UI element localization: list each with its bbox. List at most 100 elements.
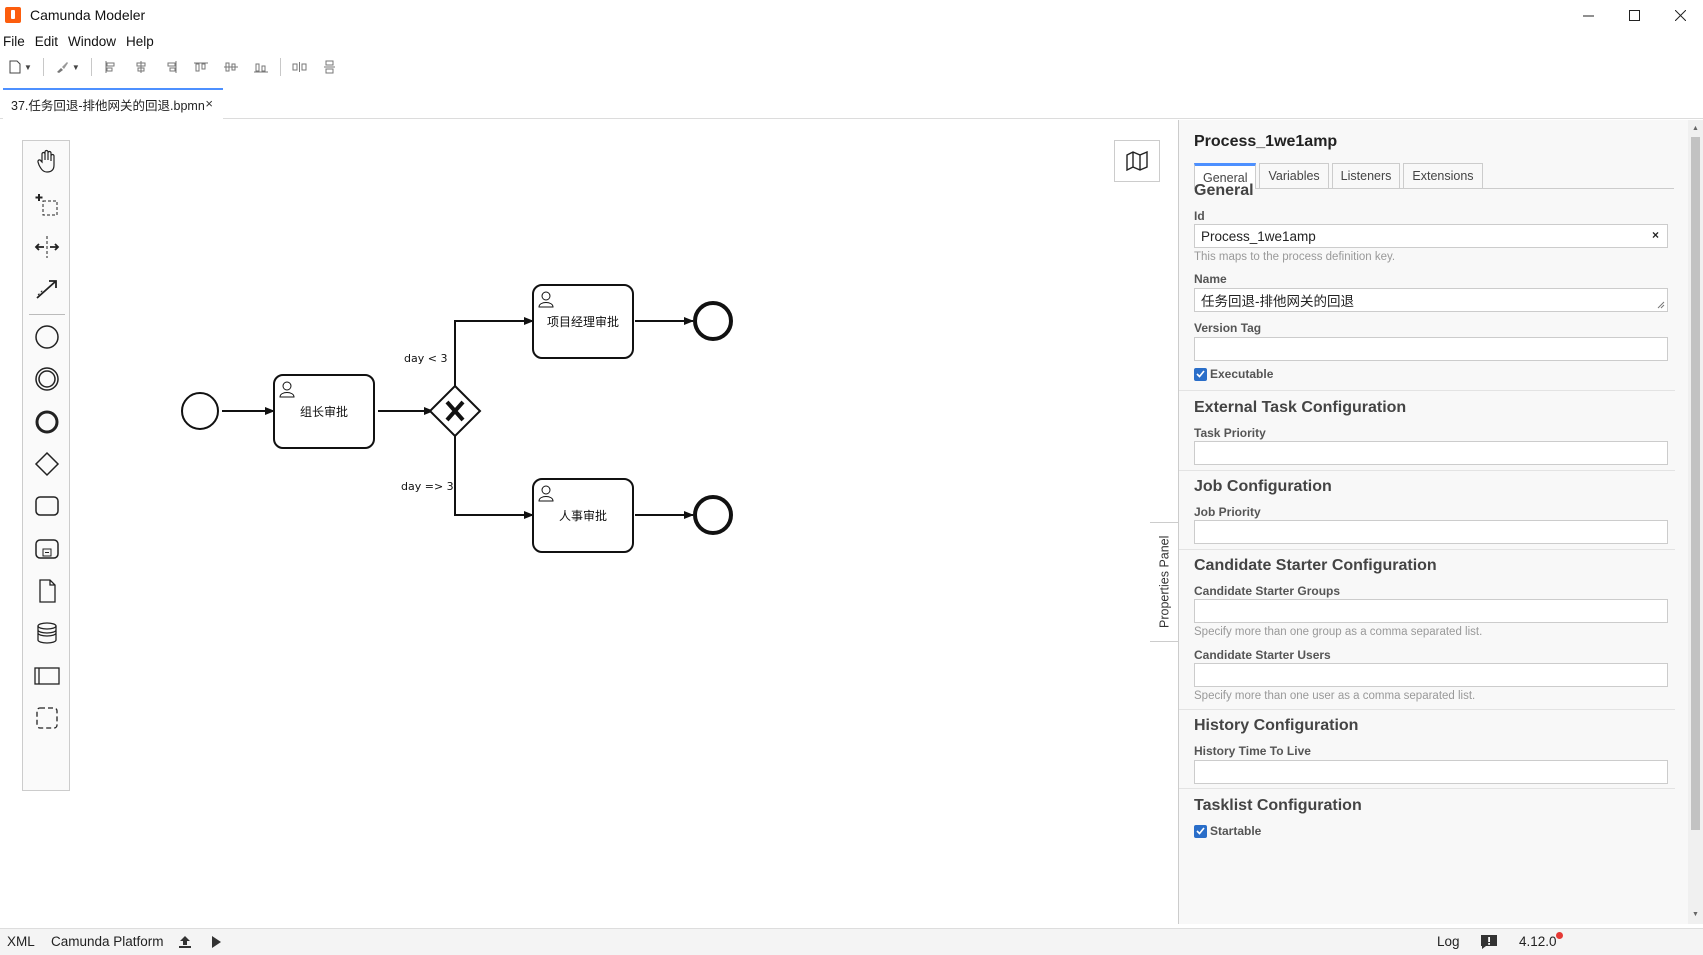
clear-id-button[interactable]: × [1651,228,1659,242]
user-task-hr[interactable]: 人事审批 [532,478,634,553]
create-subprocess-button[interactable] [32,534,62,564]
align-top-button[interactable] [190,56,212,78]
task-label: 项目经理审批 [547,314,619,329]
create-end-event-button[interactable] [32,407,62,437]
exclusive-gateway[interactable] [428,384,482,438]
tab-variables[interactable]: Variables [1259,163,1329,188]
menu-window[interactable]: Window [68,33,117,49]
minimize-icon [1582,15,1594,16]
id-label: Id [1194,209,1205,223]
startable-checkbox[interactable]: Startable [1194,824,1261,838]
lasso-tool-button[interactable] [32,190,62,220]
flow-gateway-to-pm[interactable] [454,317,534,388]
data-object-icon [39,579,56,603]
end-event-icon [35,410,59,434]
toolbar-separator [90,58,92,76]
align-right-button[interactable] [160,56,182,78]
scroll-up-button[interactable]: ▲ [1692,124,1699,132]
menu-edit[interactable]: Edit [34,33,59,49]
section-general-title: General [1194,182,1254,199]
end-event-pm[interactable] [693,301,733,341]
user-task-project-manager[interactable]: 项目经理审批 [532,284,634,359]
properties-panel-toggle[interactable]: Properties Panel [1150,522,1180,642]
execution-platform-button[interactable]: Camunda Platform [51,934,164,949]
hand-icon [37,149,55,173]
start-event[interactable] [181,392,219,430]
close-window-button[interactable] [1657,0,1703,30]
space-tool-button[interactable] [32,232,62,262]
user-task-team-leader[interactable]: 组长审批 [273,374,375,449]
candidate-groups-label: Candidate Starter Groups [1194,584,1341,598]
chevron-down-icon: ▼ [71,62,80,72]
align-bottom-button[interactable] [250,56,272,78]
tab-listeners[interactable]: Listeners [1331,163,1401,188]
create-gateway-button[interactable] [32,449,62,479]
distribute-horizontal-button[interactable] [289,56,311,78]
align-center-button[interactable] [130,56,152,78]
tab-file[interactable]: 37.任务回退-排他网关的回退.bpmn × [3,88,223,119]
flow-label-lt3[interactable]: day < 3 [404,352,447,365]
scrollbar-thumb[interactable] [1691,137,1700,830]
menu-bar: File Edit Window Help [0,30,1703,52]
end-event-hr[interactable] [693,495,733,535]
flow-label-gte3[interactable]: day => 3 [401,480,454,493]
distribute-vertical-button[interactable] [319,56,341,78]
create-data-object-button[interactable] [32,576,62,606]
menu-help[interactable]: Help [126,33,154,49]
candidate-groups-hint: Specify more than one group as a comma s… [1194,626,1483,638]
startable-label: Startable [1210,824,1262,838]
create-data-store-button[interactable] [32,618,62,648]
deploy-upload-icon [179,936,191,948]
xml-view-button[interactable]: XML [7,934,35,949]
menu-file[interactable]: File [3,33,25,49]
version-tag-input[interactable] [1194,337,1668,361]
version-label[interactable]: 4.12.0 [1519,934,1557,949]
task-priority-input[interactable] [1194,441,1668,465]
tab-close-button[interactable]: × [205,96,213,111]
name-label: Name [1194,272,1227,286]
align-middle-button[interactable] [220,56,242,78]
align-bottom-icon [253,63,268,73]
gateway-x-icon [445,400,465,422]
create-task-button[interactable] [32,491,62,521]
executable-checkbox[interactable]: Executable [1194,367,1273,381]
job-priority-label: Job Priority [1194,505,1261,519]
job-priority-input[interactable] [1194,520,1668,544]
create-group-button[interactable] [32,703,62,733]
candidate-groups-input[interactable] [1194,599,1668,623]
create-intermediate-event-button[interactable] [32,364,62,394]
window-controls [1565,0,1703,30]
section-divider [1179,709,1675,710]
global-connect-tool-button[interactable] [32,274,62,304]
align-left-button[interactable] [100,56,122,78]
feedback-button[interactable] [1480,934,1498,953]
new-file-button[interactable]: ▼ [6,56,35,78]
bpmn-canvas[interactable]: 组长审批 day < 3 day => 3 项目经理审批 人事审批 [2,120,1180,924]
resize-grip-icon[interactable] [1657,301,1665,309]
name-input[interactable]: 任务回退-排他网关的回退 [1194,288,1668,312]
intermediate-event-icon [35,367,59,391]
create-start-event-button[interactable] [32,322,62,352]
deploy-button[interactable] [178,935,192,952]
flow-gateway-to-hr[interactable] [454,434,534,519]
distribute-vertical-icon [323,60,335,74]
minimize-button[interactable] [1565,0,1611,30]
scroll-down-button[interactable]: ▼ [1692,910,1699,918]
subprocess-icon [35,539,59,559]
start-instance-button[interactable] [210,935,222,952]
hand-tool-button[interactable] [32,146,62,176]
candidate-users-input[interactable] [1194,663,1668,687]
user-icon [538,291,554,308]
executable-label: Executable [1210,367,1274,381]
feedback-icon [1481,935,1497,949]
maximize-button[interactable] [1611,0,1657,30]
log-button[interactable]: Log [1437,934,1460,949]
task-priority-label: Task Priority [1194,426,1266,440]
minimap-toggle-button[interactable] [1114,140,1160,182]
color-button[interactable]: ▼ [52,56,83,78]
create-pool-button[interactable] [32,661,62,691]
tab-extensions[interactable]: Extensions [1403,163,1483,188]
history-ttl-input[interactable] [1194,760,1668,784]
id-input[interactable]: Process_1we1amp × [1194,224,1668,248]
tab-general[interactable]: General [1194,163,1257,189]
